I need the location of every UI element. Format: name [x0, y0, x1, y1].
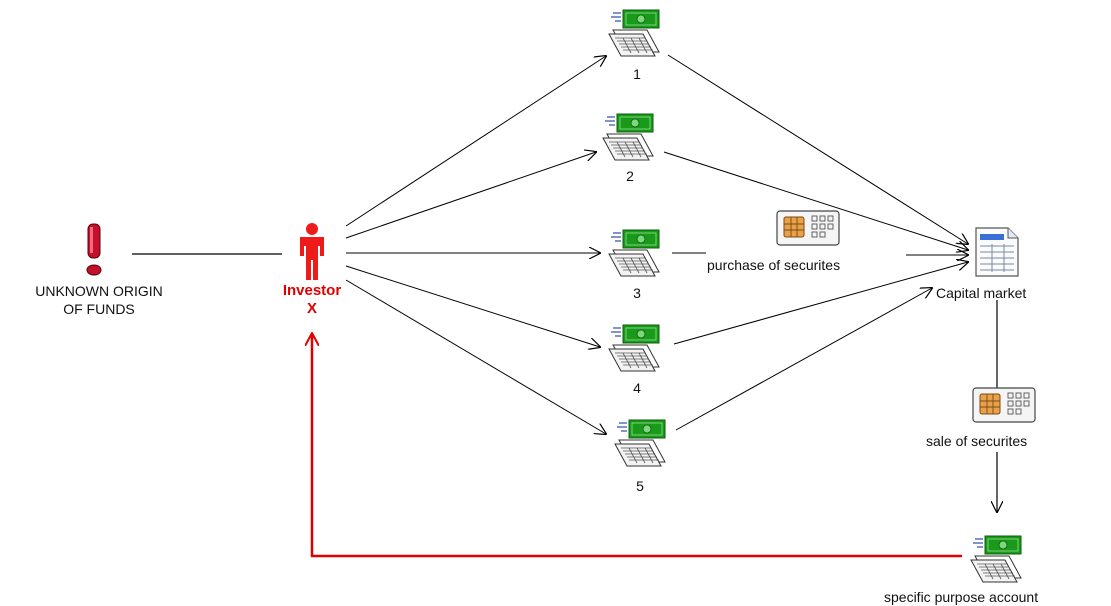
edge-investor-to-account-2: [345, 152, 596, 239]
specific-account-label: specific purpose account: [884, 589, 1039, 605]
unknown-origin-label-line1: UNKNOWN ORIGIN: [35, 283, 163, 299]
purchase-label: purchase of securites: [707, 257, 841, 273]
purchase-card-icon[interactable]: [776, 210, 840, 246]
investor-label-line2: X: [306, 300, 317, 317]
person-icon[interactable]: [300, 223, 324, 280]
account-2-icon[interactable]: [602, 113, 654, 161]
account-4-icon[interactable]: [608, 324, 660, 372]
edge-account-2-to-market: [663, 151, 968, 250]
account-4-label: 4: [633, 380, 641, 396]
account-3-icon[interactable]: [608, 229, 660, 277]
specific-account-icon[interactable]: [970, 535, 1022, 583]
capital-market-label: Capital market: [936, 285, 1027, 301]
edge-account-1-to-market: [667, 54, 968, 244]
investor-label: Investor X: [252, 282, 372, 318]
account-1-icon[interactable]: [608, 9, 660, 57]
edge-investor-to-account-1: [345, 56, 606, 227]
account-3-label: 3: [633, 285, 641, 301]
edge-account-4-to-market: [673, 262, 968, 345]
sale-card-icon[interactable]: [972, 387, 1036, 423]
account-5-icon[interactable]: [614, 419, 666, 467]
unknown-origin-label: UNKNOWN ORIGIN OF FUNDS: [4, 282, 194, 318]
edge-account-5-to-market: [675, 288, 932, 431]
edge-investor-to-account-4: [345, 265, 600, 347]
account-1-label: 1: [633, 66, 641, 82]
edge-specific-account-to-investor: [312, 333, 962, 558]
edge-investor-to-account-5: [345, 279, 606, 434]
account-2-label: 2: [626, 168, 634, 184]
account-5-label: 5: [636, 478, 644, 494]
document-icon[interactable]: [975, 227, 1019, 277]
unknown-origin-label-line2: OF FUNDS: [63, 301, 135, 317]
sale-label: sale of securites: [926, 433, 1028, 449]
investor-label-line1: Investor: [282, 282, 342, 299]
exclamation-icon: [86, 223, 102, 276]
